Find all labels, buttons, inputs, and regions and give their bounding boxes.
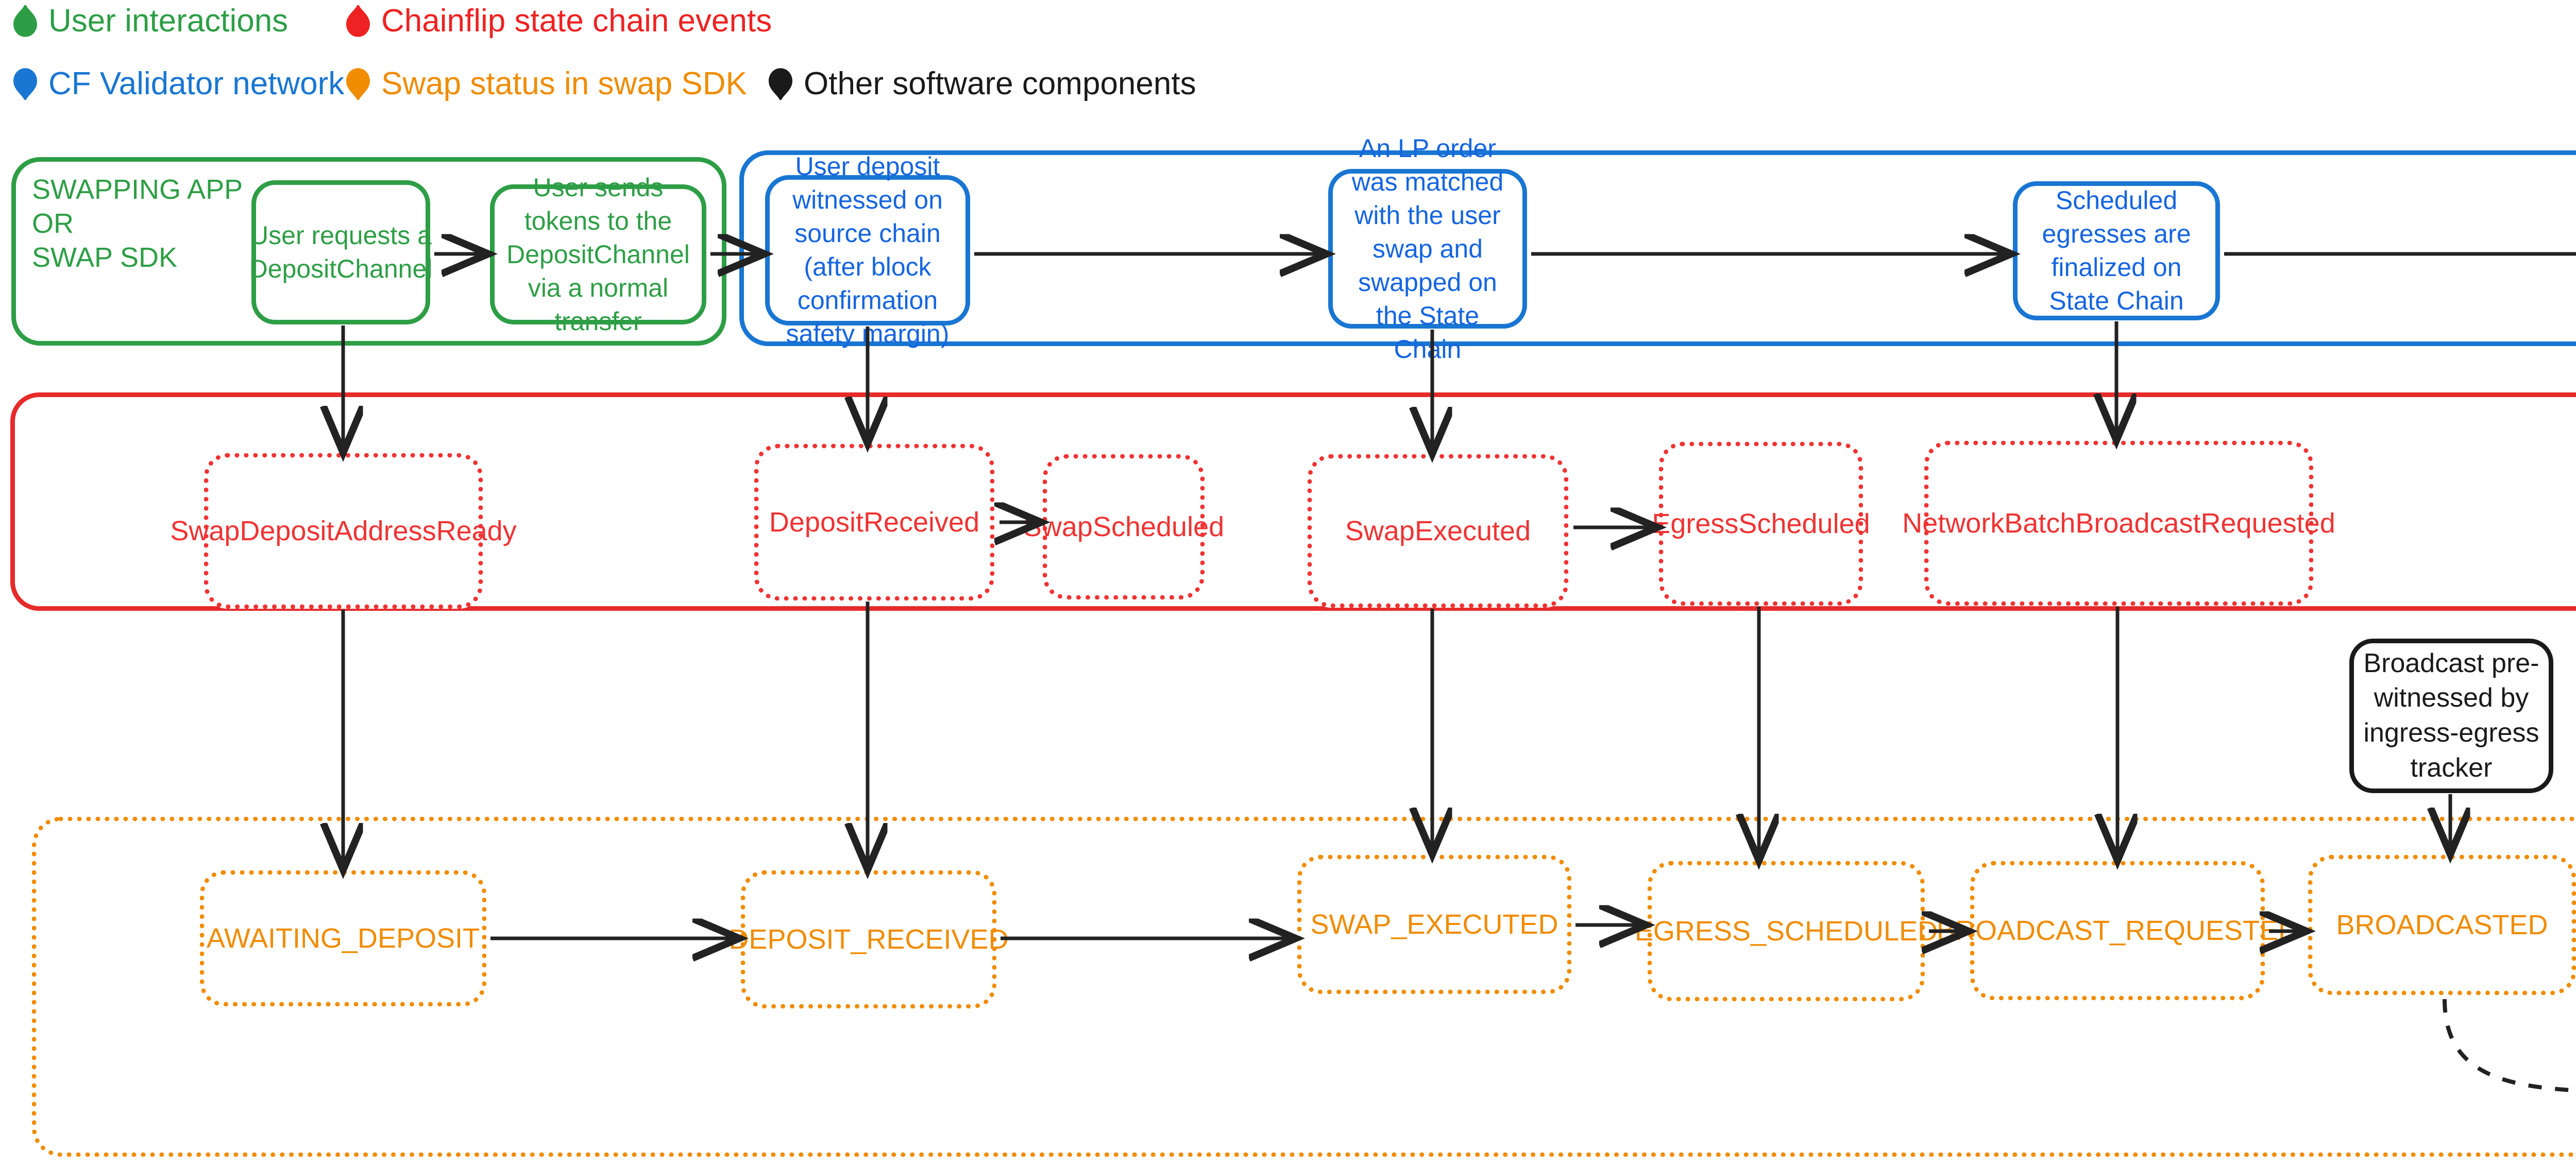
node-user-deposit-witnessed[interactable]: User deposit witnessed on source chain (… [765,152,970,348]
legend-label: Other software components [804,66,1196,101]
node-status-broadcasted[interactable]: BROADCASTED [2308,855,2576,995]
node-label: SWAP_EXECUTED [1310,908,1558,940]
node-status-egress-scheduled[interactable]: EGRESS_SCHEDULED [1635,861,1938,1001]
lane-swap-sdk-status [32,817,2576,1157]
node-network-batch-broadcast-requested[interactable]: NetworkBatchBroadcastRequested [1902,441,2335,606]
node-user-requests-deposit-channel[interactable]: User requests a DepositChannel [249,180,432,324]
node-swap-executed[interactable]: SwapExecuted [1308,454,1568,608]
node-label: SwapExecuted [1345,515,1531,546]
node-user-sends-tokens[interactable]: User sends tokens to the DepositChannel … [490,173,706,336]
node-status-swap-executed[interactable]: SWAP_EXECUTED [1297,855,1571,994]
node-label: DepositReceived [769,506,980,538]
node-label: User requests a DepositChannel [249,221,433,283]
node-egress-scheduled[interactable]: EgressScheduled [1652,442,1870,606]
legend-item-validator-network: CF Validator network [13,68,344,100]
node-label: NetworkBatchBroadcastRequested [1902,507,2335,539]
node-label: User sends tokens to the DepositChannel … [506,173,690,336]
node-deposit-received[interactable]: DepositReceived [754,444,994,601]
lane-validator-network [739,150,2576,346]
node-label: An LP order was matched with the user sw… [1351,133,1504,364]
node-lp-order-matched[interactable]: An LP order was matched with the user sw… [1328,134,1527,364]
node-broadcast-prewitnessed[interactable]: Broadcast pre-witnessed by ingress-egres… [2349,639,2553,793]
lane-state-chain-events [10,392,2576,611]
lane-swapping-app-title: SWAPPING APP OR SWAP SDK [32,174,243,273]
node-label: AWAITING_DEPOSIT [206,922,480,954]
legend-label: CF Validator network [48,66,345,101]
pin-marker-icon [769,68,792,100]
node-label: BROADCAST_REQUESTED [1936,915,2299,946]
node-label: SwapDepositAddressReady [170,515,517,546]
legend-label: Chainflip state chain events [381,3,772,39]
pin-marker-icon [346,5,370,37]
node-label: Broadcast pre-witnessed by ingress-egres… [2363,648,2539,783]
legend-label: Swap status in swap SDK [381,66,747,101]
pin-marker-icon [13,5,37,37]
node-status-deposit-received[interactable]: DEPOSIT_RECEIVED [728,870,1009,1008]
node-label: SwapScheduled [1023,511,1225,542]
legend-item-other-components: Other software components [769,68,1196,100]
node-swap-deposit-address-ready[interactable]: SwapDepositAddressReady [170,453,517,609]
node-label: DEPOSIT_RECEIVED [728,923,1009,955]
node-label: BROADCASTED [2336,909,2548,940]
legend-item-user-interactions: User interactions [13,5,288,37]
node-swap-scheduled[interactable]: SwapScheduled [1023,454,1224,599]
node-status-broadcast-requested[interactable]: BROADCAST_REQUESTED [1937,861,2298,1000]
node-label: EgressScheduled [1652,508,1870,539]
node-status-awaiting-deposit[interactable]: AWAITING_DEPOSIT [200,870,486,1006]
node-label: User deposit witnessed on source chain (… [786,152,950,348]
pin-marker-icon [13,68,37,100]
legend-item-swap-sdk-status: Swap status in swap SDK [346,68,747,100]
legend-item-state-chain-events: Chainflip state chain events [346,5,772,37]
node-scheduled-egresses[interactable]: Scheduled egresses are finalized on Stat… [2013,181,2220,320]
node-label: Scheduled egresses are finalized on Stat… [2042,186,2191,315]
node-label: EGRESS_SCHEDULED [1634,915,1938,947]
legend-label: User interactions [48,3,289,39]
pin-marker-icon [346,68,370,100]
